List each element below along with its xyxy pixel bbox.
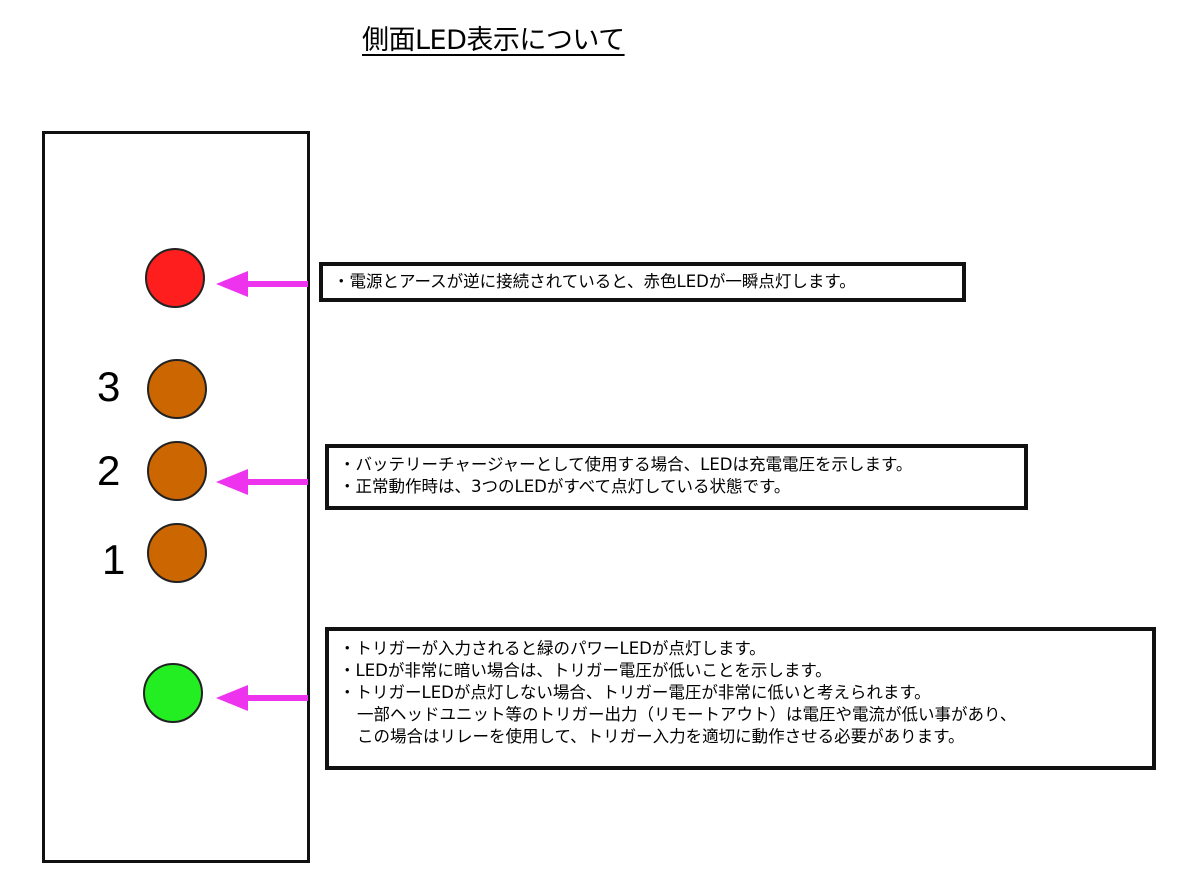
note-text: ・正常動作時は、3つのLEDがすべて点灯している状態です。 (339, 477, 791, 496)
page-title: 側面LED表示について (362, 25, 625, 56)
green-led (143, 663, 203, 723)
led-number-1: 1 (102, 536, 126, 583)
note-text: ・バッテリーチャージャーとして使用する場合、LEDは充電電圧を示します。 (339, 455, 913, 474)
arrow-left-icon (216, 685, 308, 711)
note-text: ・トリガーが入力されると緑のパワーLEDが点灯します。 (339, 639, 766, 658)
note-text: この場合はリレーを使用して、トリガー入力を適切に動作させる必要があります。 (357, 727, 965, 746)
note-text: ・電源とアースが逆に接続されていると、赤色LEDが一瞬点灯します。 (333, 272, 856, 291)
note-charge-led: ・バッテリーチャージャーとして使用する場合、LEDは充電電圧を示します。 ・正常… (325, 444, 1028, 510)
brown-led-1 (147, 523, 207, 583)
led-number-2: 2 (97, 447, 121, 494)
arrow-left-icon (216, 469, 308, 495)
brown-led-3 (147, 359, 207, 419)
red-led (145, 248, 205, 308)
brown-led-2 (147, 441, 207, 501)
led-number-3: 3 (97, 363, 121, 410)
note-green-led: ・トリガーが入力されると緑のパワーLEDが点灯します。 ・LEDが非常に暗い場合… (325, 627, 1156, 770)
note-text: ・トリガーLEDが点灯しない場合、トリガー電圧が非常に低いと考えられます。 (339, 683, 931, 702)
note-red-led: ・電源とアースが逆に接続されていると、赤色LEDが一瞬点灯します。 (319, 262, 966, 302)
note-text: ・LEDが非常に暗い場合は、トリガー電圧が低いことを示します。 (339, 661, 832, 680)
note-text: 一部ヘッドユニット等のトリガー出力（リモートアウト）は電圧や電流が低い事があり、 (357, 705, 1017, 724)
device-side-panel (42, 131, 310, 863)
arrow-left-icon (216, 271, 308, 297)
